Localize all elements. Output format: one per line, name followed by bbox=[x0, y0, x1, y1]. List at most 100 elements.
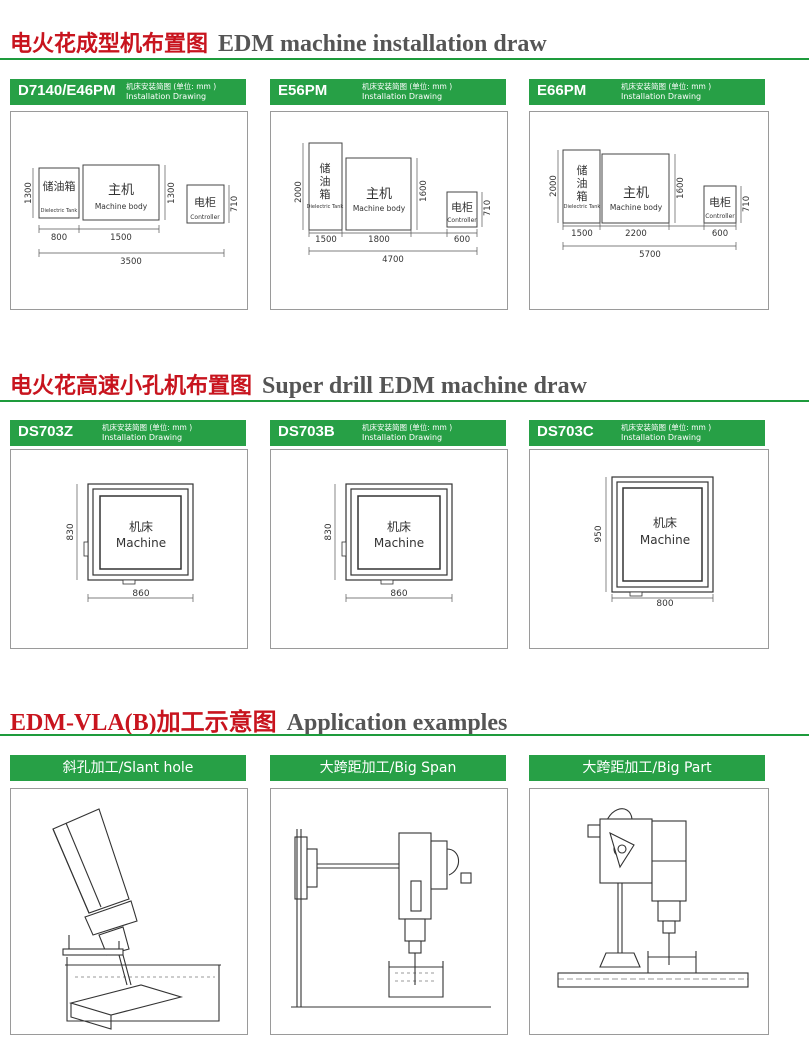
app-card-3: 大跨距加工/Big Part bbox=[529, 755, 765, 781]
section-divider bbox=[0, 400, 809, 402]
ctrl-label-cn: 电柜 bbox=[451, 201, 473, 214]
body-height: 1600 bbox=[676, 177, 686, 199]
drawing-box: 机床 Machine 830 860 bbox=[270, 449, 508, 649]
machine-width: 860 bbox=[390, 589, 407, 599]
header-sub-cn: 机床安装简图 (单位: mm ) bbox=[621, 423, 712, 432]
drawing-box: 储 油 箱 Dielectric Tank 主机 Machine body 电柜… bbox=[270, 111, 508, 310]
header-sub-en: Installation Drawing bbox=[126, 92, 207, 101]
drawing-box: 机床 Machine 950 800 bbox=[529, 449, 769, 649]
app-card-1: 斜孔加工/Slant hole bbox=[10, 755, 246, 781]
body-label-cn: 主机 bbox=[366, 187, 392, 202]
tank-height: 2000 bbox=[294, 181, 304, 203]
ctrl-height: 710 bbox=[742, 196, 752, 212]
section-title-en: Super drill EDM machine draw bbox=[262, 373, 587, 399]
illustration-box bbox=[10, 788, 248, 1035]
app-label: 大跨距加工/Big Part bbox=[529, 755, 765, 781]
card-header: E56PM 机床安装简图 (单位: mm ) Installation Draw… bbox=[270, 79, 506, 105]
ctrl-label-en: Controller bbox=[705, 213, 735, 220]
header-sub-cn: 机床安装简图 (单位: mm ) bbox=[362, 423, 453, 432]
machine-width: 860 bbox=[132, 589, 149, 599]
layout-diagram: 储 油 箱 Dielectric Tank 主机 Machine body 电柜… bbox=[549, 149, 752, 260]
body-height: 1600 bbox=[419, 180, 429, 202]
tank-height: 2000 bbox=[549, 175, 559, 197]
tank-label-en: Dielectric Tank bbox=[307, 204, 344, 210]
drawing-box: 储油箱 Dielectric Tank 主机 Machine body 电柜 C… bbox=[10, 111, 248, 310]
drill-card-1: DS703Z 机床安装简图 (单位: mm ) Installation Dra… bbox=[10, 420, 246, 446]
tank-label-cn: 油 bbox=[577, 176, 588, 190]
drill-card-3: DS703C 机床安装简图 (单位: mm ) Installation Dra… bbox=[529, 420, 765, 446]
layout-diagram: 储 油 箱 Dielectric Tank 主机 Machine body 电柜… bbox=[294, 142, 493, 265]
edm-card-1: D7140/E46PM 机床安装简图 (单位: mm ) Installatio… bbox=[10, 79, 246, 105]
ctrl-label-cn: 电柜 bbox=[194, 196, 216, 209]
machine-diagram: 机床 Machine 830 860 bbox=[324, 483, 453, 602]
layout-diagram: 储油箱 Dielectric Tank 主机 Machine body 电柜 C… bbox=[24, 164, 240, 267]
tank-label-cn: 储 bbox=[320, 161, 331, 175]
machine-diagram: 机床 Machine 830 860 bbox=[66, 483, 194, 602]
tank-label-en: Dielectric Tank bbox=[564, 204, 601, 210]
model-name: DS703B bbox=[278, 423, 335, 440]
ctrl-width: 600 bbox=[454, 235, 470, 245]
model-name: E66PM bbox=[537, 82, 587, 99]
tank-label-cn: 箱 bbox=[577, 189, 588, 203]
total-width: 5700 bbox=[639, 250, 661, 260]
app-label: 斜孔加工/Slant hole bbox=[10, 755, 246, 781]
model-name: E56PM bbox=[278, 82, 328, 99]
card-header: D7140/E46PM 机床安装简图 (单位: mm ) Installatio… bbox=[10, 79, 246, 105]
section-title-2: 电火花高速小孔机布置图 Super drill EDM machine draw bbox=[10, 368, 587, 399]
app-label: 大跨距加工/Big Span bbox=[270, 755, 506, 781]
body-width: 2200 bbox=[625, 229, 647, 239]
card-header: DS703B 机床安装简图 (单位: mm ) Installation Dra… bbox=[270, 420, 506, 446]
section-title-en: EDM machine installation draw bbox=[218, 31, 547, 57]
header-sub-en: Installation Drawing bbox=[621, 433, 702, 442]
machine-height: 830 bbox=[324, 523, 334, 540]
machine-label-en: Machine bbox=[640, 533, 690, 547]
machine-height: 950 bbox=[594, 525, 604, 542]
machine-label-cn: 机床 bbox=[387, 520, 411, 534]
tank-width: 1500 bbox=[315, 235, 337, 245]
ctrl-label-en: Controller bbox=[447, 217, 477, 224]
edm-card-3: E66PM 机床安装简图 (单位: mm ) Installation Draw… bbox=[529, 79, 765, 105]
section-title-cn: 电火花成型机布置图 bbox=[10, 31, 209, 57]
tank-label-en: Dielectric Tank bbox=[41, 208, 78, 214]
section-title-cn: 电火花高速小孔机布置图 bbox=[10, 373, 253, 399]
header-sub-en: Installation Drawing bbox=[621, 92, 702, 101]
header-sub-en: Installation Drawing bbox=[102, 433, 183, 442]
illustration-box bbox=[270, 788, 508, 1035]
tank-label-cn: 油 bbox=[320, 174, 331, 188]
section-title-3: EDM-VLA(B)加工示意图 Application examples bbox=[10, 702, 507, 736]
tank-label-cn: 储 bbox=[577, 163, 588, 177]
machine-label-en: Machine bbox=[116, 536, 166, 550]
ctrl-label-cn: 电柜 bbox=[709, 196, 731, 209]
header-sub-cn: 机床安装简图 (单位: mm ) bbox=[126, 82, 217, 91]
header-sub-cn: 机床安装简图 (单位: mm ) bbox=[362, 82, 453, 91]
tank-width: 800 bbox=[51, 233, 67, 243]
header-sub-en: Installation Drawing bbox=[362, 92, 443, 101]
edm-card-2: E56PM 机床安装简图 (单位: mm ) Installation Draw… bbox=[270, 79, 506, 105]
model-name: DS703Z bbox=[18, 423, 74, 440]
machine-diagram: 机床 Machine 950 800 bbox=[594, 476, 714, 609]
model-name: DS703C bbox=[537, 423, 594, 440]
model-name: D7140/E46PM bbox=[18, 82, 116, 99]
big-span-illustration bbox=[291, 829, 491, 1008]
section-title-en: Application examples bbox=[286, 710, 508, 736]
header-sub-cn: 机床安装简图 (单位: mm ) bbox=[102, 423, 193, 432]
body-label-cn: 主机 bbox=[623, 186, 649, 201]
body-label-en: Machine body bbox=[610, 203, 663, 212]
body-width: 1500 bbox=[110, 233, 132, 243]
body-label-en: Machine body bbox=[353, 204, 406, 213]
tank-height: 1300 bbox=[24, 182, 34, 204]
ctrl-label-en: Controller bbox=[190, 214, 220, 221]
body-label-en: Machine body bbox=[95, 202, 148, 211]
card-header: E66PM 机床安装简图 (单位: mm ) Installation Draw… bbox=[529, 79, 765, 105]
header-sub-cn: 机床安装简图 (单位: mm ) bbox=[621, 82, 712, 91]
header-sub-en: Installation Drawing bbox=[362, 433, 443, 442]
tank-width: 1500 bbox=[571, 229, 593, 239]
section-title-cn: EDM-VLA(B)加工示意图 bbox=[10, 710, 277, 736]
drawing-box: 机床 Machine 830 860 bbox=[10, 449, 248, 649]
ctrl-width: 600 bbox=[712, 229, 728, 239]
machine-height: 830 bbox=[66, 523, 76, 540]
big-part-illustration bbox=[557, 808, 749, 988]
section-divider bbox=[0, 58, 809, 60]
tank-label-cn: 储油箱 bbox=[43, 179, 76, 193]
machine-label-cn: 机床 bbox=[129, 520, 153, 534]
